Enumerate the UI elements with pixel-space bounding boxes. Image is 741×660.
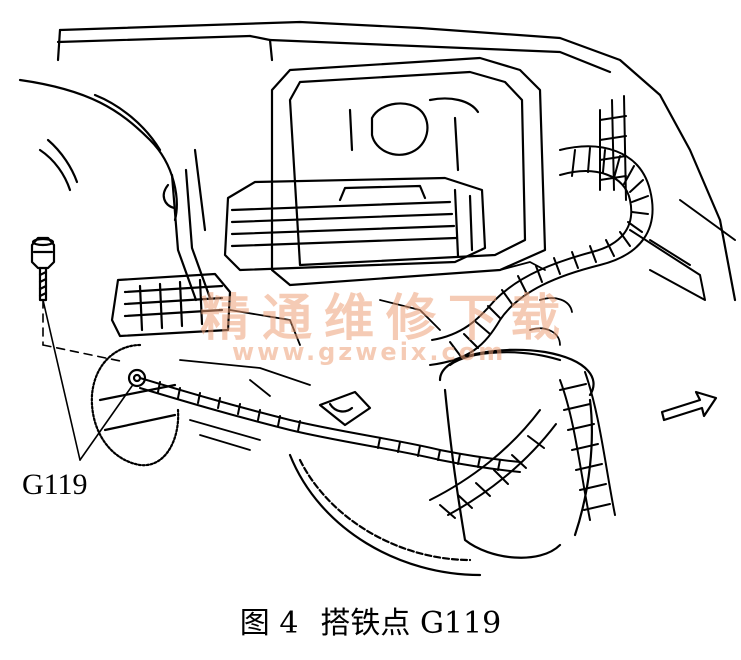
engine-bay-illustration [18, 20, 737, 577]
support-bracket [162, 148, 212, 302]
watermark-logo: 精通维修下载 [200, 289, 572, 347]
engine-details [179, 261, 573, 451]
direction-arrow-icon [660, 390, 718, 422]
fender-panel [18, 78, 178, 222]
ground-point-detail [90, 343, 180, 467]
figure-title: 搭铁点 G119 [320, 606, 502, 641]
ground-point-label: G119 [22, 468, 88, 501]
callout-leaders [42, 299, 133, 461]
pcm-module [270, 56, 547, 287]
inline-connector [318, 390, 372, 427]
figure-caption: 图 4 搭铁点 G119 [0, 598, 741, 642]
lower-body-arc [288, 453, 482, 577]
watermark-url: www.gzweix.com [232, 338, 507, 366]
cowl-panel [56, 20, 737, 302]
pcm-connector [223, 176, 487, 272]
ground-wire [139, 377, 521, 473]
figure-number: 图 4 [239, 606, 299, 641]
wiring-harness-main [429, 145, 654, 366]
wiring-harness-lower-right [429, 371, 616, 521]
reservoir-tank [438, 348, 595, 559]
wiring-harness-right [599, 95, 736, 301]
ground-bolt-icon [30, 236, 56, 302]
